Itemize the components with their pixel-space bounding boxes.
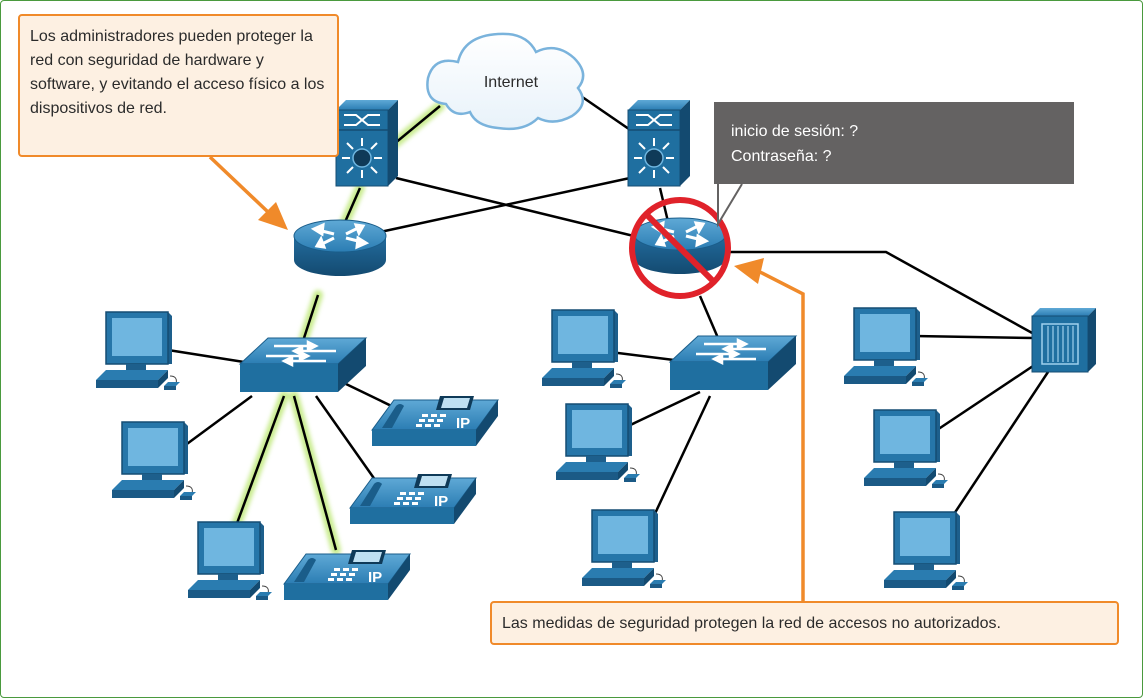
prohibited-icon — [629, 197, 731, 299]
pc-icon — [843, 307, 929, 387]
cloud-icon: Internet — [426, 32, 585, 131]
pc-icon — [187, 521, 273, 601]
ip-phone-icon: IP — [349, 473, 477, 525]
pc-icon — [95, 311, 181, 391]
pc-icon — [863, 409, 949, 489]
callout-admins: Los administradores pueden proteger la r… — [18, 14, 339, 157]
pc-icon — [883, 511, 969, 591]
pc-icon — [555, 403, 641, 483]
cloud-label: Internet — [484, 74, 539, 91]
ip-phone-icon: IP — [371, 395, 499, 447]
login-prompt: inicio de sesión: ? Contraseña: ? — [714, 102, 1074, 184]
svg-text:IP: IP — [434, 493, 448, 510]
login-prompt-username: inicio de sesión: ? — [731, 123, 859, 140]
router-icon — [292, 218, 388, 278]
login-prompt-password: Contraseña: ? — [731, 148, 832, 165]
pc-icon — [581, 509, 667, 589]
svg-text:IP: IP — [368, 569, 382, 586]
ip-phone-icon: IP — [283, 549, 411, 601]
pc-icon — [541, 309, 627, 389]
pc-icon — [111, 421, 197, 501]
switch-icon — [668, 334, 798, 392]
callout-measures: Las medidas de seguridad protegen la red… — [490, 601, 1119, 645]
callout-arrow-measures — [734, 258, 805, 601]
multilayer-switch-icon — [335, 99, 399, 187]
callout-arrow-admins — [208, 155, 288, 230]
svg-text:IP: IP — [456, 415, 470, 432]
login-pointer — [717, 183, 743, 228]
server-icon — [1031, 307, 1097, 373]
multilayer-switch-icon — [627, 99, 691, 187]
